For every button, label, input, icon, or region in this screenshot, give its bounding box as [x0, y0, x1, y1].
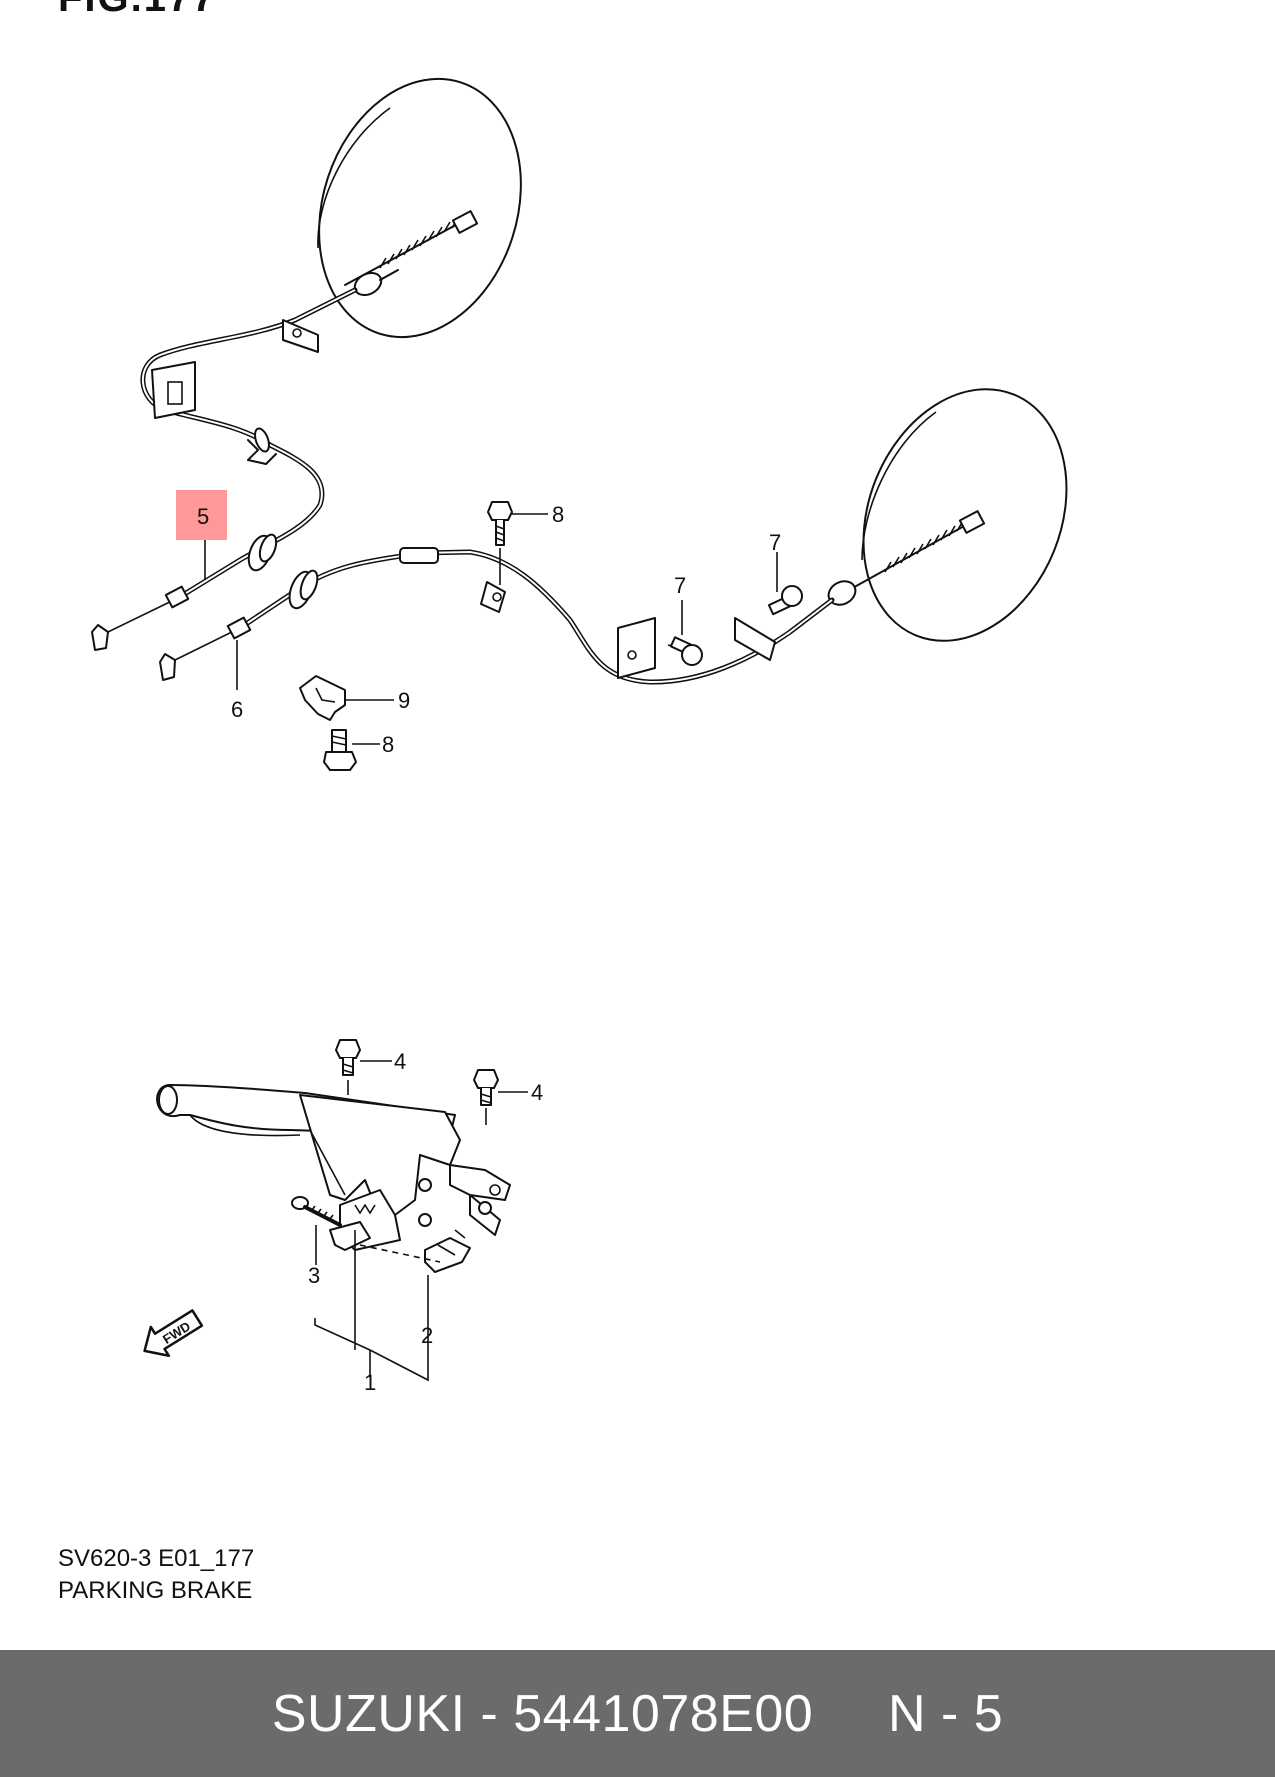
callout-7-left: 7: [674, 573, 686, 598]
bolt-8-upper: [487, 501, 513, 546]
part-info-footer: SUZUKI - 5441078E00 N - 5: [0, 1650, 1275, 1777]
bolt-4-right: [473, 1069, 499, 1106]
callout-4-left: 4: [394, 1049, 406, 1074]
screw-3: [291, 1196, 342, 1227]
callout-9: 9: [398, 688, 410, 713]
caption-code: SV620-3 E01_177: [58, 1545, 255, 1572]
footer-quantity: N - 5: [887, 1684, 1004, 1743]
bolt-4-left: [335, 1039, 361, 1076]
callout-5-highlight: [176, 490, 227, 540]
callout-2: 2: [421, 1323, 433, 1348]
brake-cable-right: [159, 547, 835, 685]
callout-4-right: 4: [531, 1080, 543, 1105]
clamp-9: [299, 675, 346, 721]
footer-part-number: 5441078E00: [513, 1684, 814, 1743]
callout-1: 1: [364, 1370, 376, 1395]
brake-cable-left: [91, 287, 358, 651]
right-brake-drum: [827, 388, 1068, 642]
bolt-7-left: [667, 636, 703, 666]
footer-separator: -: [465, 1684, 514, 1743]
footer-brand: SUZUKI: [271, 1684, 466, 1743]
left-brake-drum: [317, 77, 522, 339]
parking-brake-lever: [156, 1084, 511, 1273]
bolt-8-lower: [323, 729, 357, 771]
leader-lines-lower: [314, 1060, 528, 1382]
callout-7-right: 7: [769, 530, 781, 555]
caption-title: PARKING BRAKE: [58, 1577, 253, 1605]
footer-gap: [813, 1684, 888, 1744]
callout-6: 6: [231, 697, 243, 722]
callout-3: 3: [308, 1263, 320, 1288]
callout-8-lower: 8: [382, 732, 394, 757]
fwd-arrow-icon: FWD: [143, 1309, 204, 1358]
bolt-7-right: [767, 585, 803, 616]
parking-brake-diagram: 5 6 8 7 7 9 8: [91, 77, 1068, 1395]
leader-lines-upper: [204, 513, 778, 745]
callout-8-upper: 8: [552, 502, 564, 527]
diagram-caption: SV620-3 E01_177 PARKING BRAKE: [58, 1543, 254, 1608]
callout-5: 5: [197, 504, 209, 529]
figure-header: FIG.177: [58, 0, 217, 18]
